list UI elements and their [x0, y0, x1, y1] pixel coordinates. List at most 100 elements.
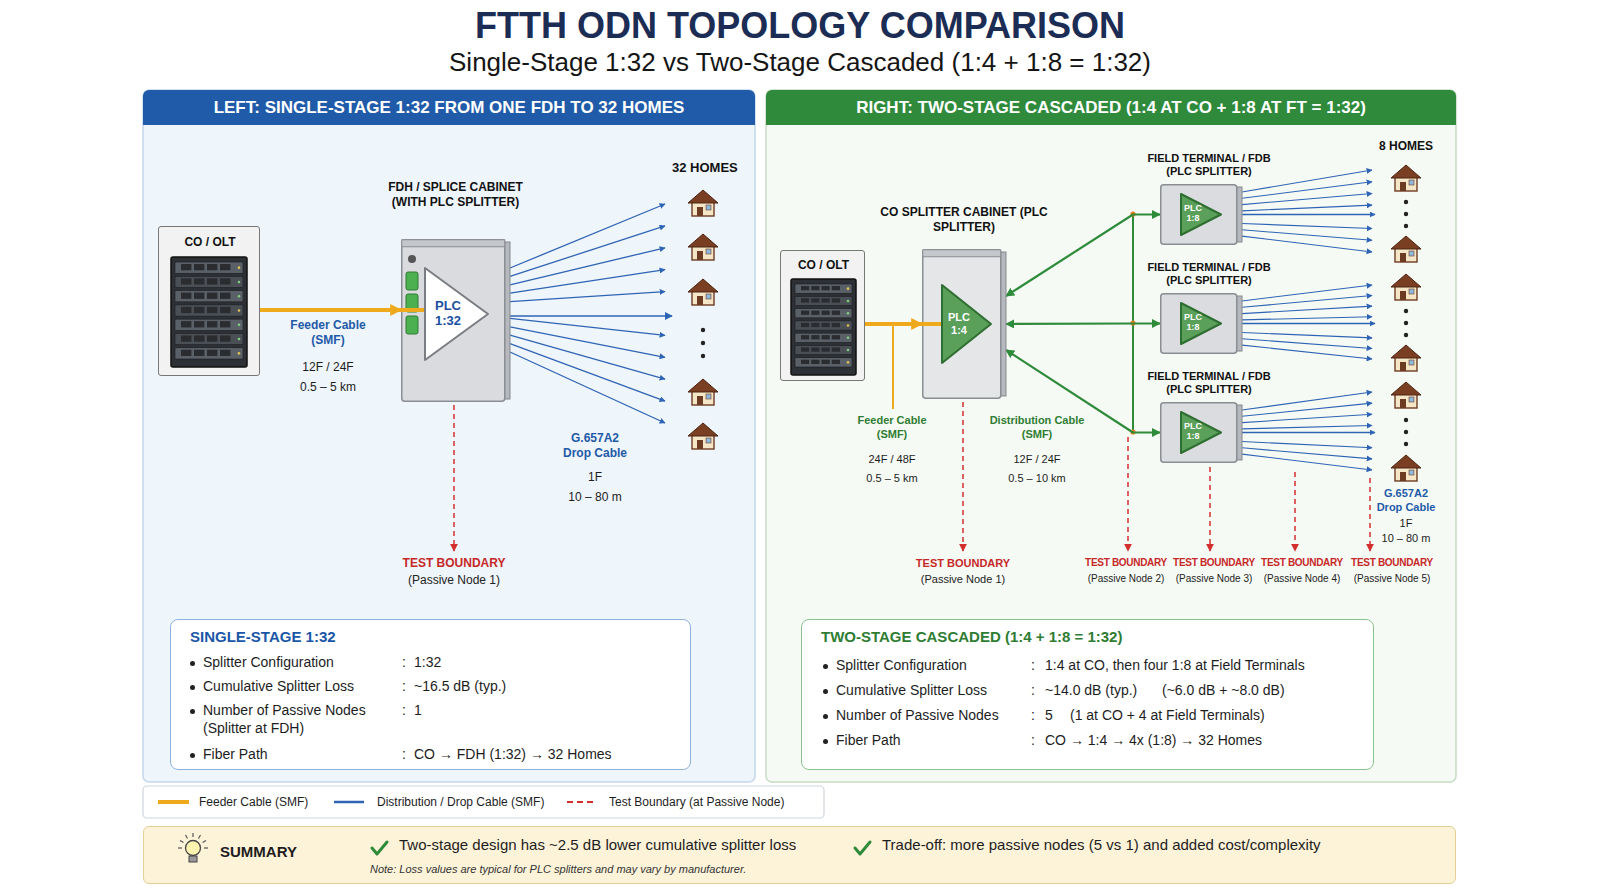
drop-fan-line: [1242, 425, 1372, 428]
drop-fan-line: [1242, 345, 1372, 359]
node-heading: LEFT: SINGLE-STAGE 1:32 FROM ONE FDH TO …: [143, 97, 755, 118]
node-heading: PLC 1:32: [430, 299, 466, 329]
test-boundary-line: [1127, 437, 1129, 551]
rack-port: [207, 278, 217, 284]
house-roof: [688, 379, 718, 392]
left-panel-ground: [143, 90, 755, 782]
drop-fan-line: [510, 226, 665, 277]
test-boundary-label: TEST BOUNDARY: [354, 556, 554, 571]
node-shape: [159, 227, 261, 377]
bullet-dot: [190, 709, 195, 714]
cable-connector: [1242, 323, 1375, 324]
rack-port: [207, 307, 217, 313]
fdh-cabinet: FDH / SPLICE CABINET (WITH PLC SPLITTER)…: [401, 239, 510, 402]
diagram-title: FTTH ODN TOPOLOGY COMPARISON: [0, 4, 1600, 47]
node-heading: PLC 1:8: [1183, 313, 1203, 333]
house-door: [1400, 399, 1406, 408]
drop-fan-line: [1242, 403, 1372, 416]
layout-lines: [454, 170, 1372, 551]
rack-slot: [795, 284, 852, 293]
house-window: [706, 438, 711, 443]
house-door: [1400, 472, 1406, 481]
feeder-stub: [401, 308, 424, 312]
test-boundary-line: [1209, 467, 1211, 551]
node-heading: PLC 1:4: [945, 311, 973, 336]
rack-port: [822, 347, 830, 351]
drop-fan-line: [510, 270, 665, 294]
drop-fan-line: [1242, 205, 1372, 211]
rack-slot: [795, 321, 852, 330]
splitter-triangle-shape: [425, 268, 488, 360]
rack-slot: [795, 309, 852, 318]
rack-led: [238, 281, 241, 284]
passive-node-label: (Passive Node 1): [354, 573, 554, 588]
rack-port: [801, 298, 809, 302]
test-boundary-line: [1369, 478, 1371, 551]
node-heading: 8 HOMES: [1375, 139, 1437, 154]
cable-connector: [1242, 432, 1375, 433]
node-shape: [1180, 302, 1222, 345]
node-heading: SINGLE-STAGE 1:32: [190, 628, 336, 647]
house-window: [706, 294, 711, 299]
rack-slot: [795, 345, 852, 354]
splitter-triangle-shape: [1181, 412, 1221, 453]
house-roof: [1391, 382, 1421, 395]
cable-connector: [510, 315, 672, 317]
cabinet-cap: [402, 240, 505, 247]
node-text: 5: [1045, 707, 1053, 725]
rack-port: [811, 323, 819, 327]
cable-name: Distribution Cable (SMF): [981, 414, 1093, 442]
house-roof: [1391, 345, 1421, 358]
drop-fan-line: [1242, 414, 1372, 422]
node-shape: [1180, 193, 1222, 236]
rack-port: [207, 335, 217, 341]
house-roof: [688, 423, 718, 436]
node-text: Two-stage design has ~2.5 dB lower cumul…: [399, 836, 796, 855]
drop-fan-line: [1242, 182, 1372, 199]
ellipsis-dot: [1404, 321, 1408, 325]
cable-name: G.657A2 Drop Cable: [1371, 487, 1441, 515]
rack-led: [238, 338, 241, 341]
house-window: [706, 394, 711, 399]
bullet-dot: [190, 753, 195, 758]
rack-slot: [795, 296, 852, 305]
rack-port: [811, 360, 819, 364]
drop-fan-line: [1242, 442, 1372, 448]
check-mark: [855, 842, 870, 854]
left-panel: LEFT: SINGLE-STAGE 1:32 FROM ONE FDH TO …: [143, 90, 755, 782]
drop-fan-line: [510, 248, 665, 285]
rack-port: [822, 286, 830, 290]
house-door: [1400, 291, 1406, 300]
rack-port: [822, 360, 830, 364]
rack-port: [801, 286, 809, 290]
house-roof: [1391, 165, 1421, 178]
rack-port: [220, 307, 230, 313]
node-heading: FIELD TERMINAL / FDB (PLC SPLITTER): [1134, 261, 1284, 287]
rack-led: [238, 352, 241, 355]
node-heading: PLC 1:8: [1183, 422, 1203, 442]
node-text: :: [1031, 707, 1035, 725]
drop-fan-line: [1242, 317, 1372, 320]
legend-item: Distribution / Drop Cable (SMF): [334, 794, 544, 810]
diagram-caption: Single-Stage 1:32 vs Two-Stage Cascaded …: [0, 47, 1600, 78]
bulb-ray: [180, 841, 183, 843]
rack-led: [238, 309, 241, 312]
rack-slot: [175, 319, 243, 330]
rack-port: [194, 278, 204, 284]
rack-slot: [795, 358, 852, 367]
edge-group: [260, 215, 1375, 433]
node-text: Fiber Path: [836, 732, 901, 750]
rack-port: [832, 286, 840, 290]
fiber-count: 12F / 24F: [228, 360, 428, 375]
rack-led: [847, 324, 850, 327]
legend-item: Test Boundary (at Passive Node): [567, 794, 784, 810]
ellipsis-dot: [1404, 309, 1408, 313]
rack-port: [181, 278, 191, 284]
node-text: 1:32: [414, 654, 441, 672]
node-text: :: [402, 654, 406, 672]
cable-name: Feeder Cable (SMF): [852, 414, 932, 442]
legend-sample-line: [567, 801, 597, 803]
cable-connector: [260, 308, 401, 312]
drop-fan-line: [1242, 454, 1372, 470]
rack-port: [181, 307, 191, 313]
